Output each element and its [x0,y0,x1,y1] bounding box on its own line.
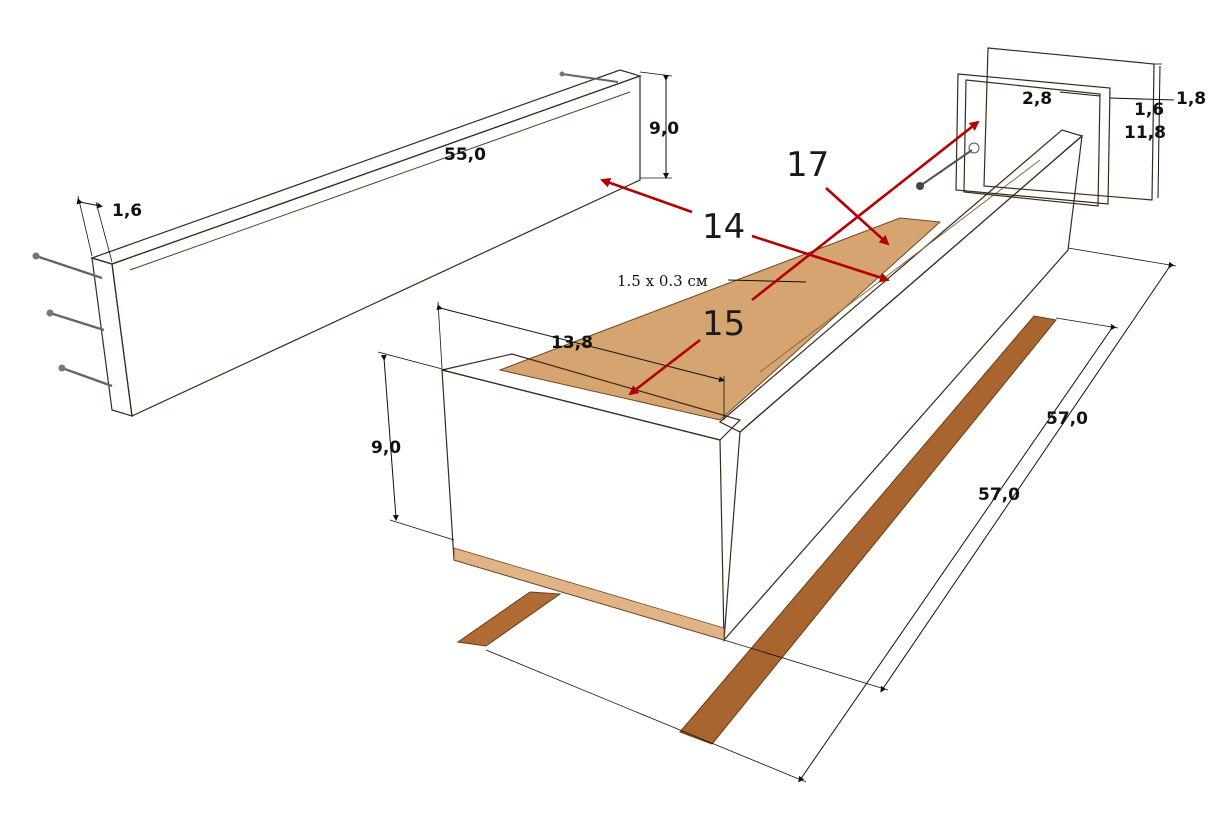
dim-long-board-thickness: 1,6 [112,201,142,221]
arrow-15-to-front-board [628,338,701,396]
back-board-dimensions: 2,8 1,6 1,8 11,8 [1022,63,1206,199]
long-board-dimensions: 55,0 9,0 1,6 [76,71,679,263]
dim-back-thickness-a: 1,6 [1134,100,1164,120]
arrow-14-to-side-board [751,234,890,283]
dim-side-length: 57,0 [1046,409,1088,429]
arrow-17-to-bottom-panel [825,187,890,246]
side-board-outer-face [723,134,1083,642]
dim-front-height: 9,0 [371,438,401,458]
dim-back-height: 11,8 [1124,123,1166,143]
nails-left [32,252,113,388]
back-board-middle [955,73,1111,205]
long-side-board [32,69,642,417]
back-screw [916,142,980,190]
long-board-groove [129,91,631,271]
box-dimensions: 13,8 9,0 57,0 57,0 [371,247,1177,783]
callout-label-17: 17 [786,145,829,185]
groove-note: 1.5 x 0.3 см [617,272,708,290]
dim-back-thickness-b: 1,8 [1176,89,1206,109]
arrow-14-to-long-board [600,177,693,214]
callout-label-15: 15 [702,304,745,344]
groove-annotation: 1.5 x 0.3 см [617,272,807,290]
dim-long-board-height: 9,0 [649,119,679,139]
callout-17: 17 [786,145,890,246]
dim-back-offset: 2,8 [1022,89,1052,109]
callout-15: 15 [628,120,980,396]
back-boards [916,47,1155,207]
back-board-rear [983,47,1155,201]
long-board-top-face [90,69,642,265]
arrow-15-to-back-board [751,120,980,302]
runner-front [456,591,562,647]
callout-14: 14 [600,177,890,283]
nail-top [559,71,619,83]
callout-label-14: 14 [702,207,745,247]
dim-long-board-length: 55,0 [444,145,486,165]
dim-front-width: 13,8 [551,333,593,353]
dim-runner-length: 57,0 [978,485,1020,505]
long-board-end-face [91,257,133,417]
